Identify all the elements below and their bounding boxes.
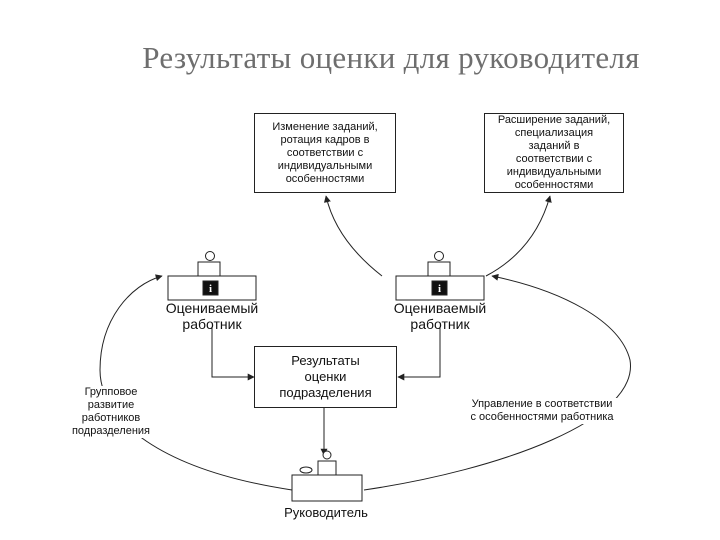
desk-left [167,275,257,301]
task-change-box: Изменение заданий, ротация кадров в соот… [254,113,396,193]
task-change-text: Изменение заданий, ротация кадров в соот… [272,120,378,185]
arrow-employee-left-to-task-change [323,195,383,277]
right-curve-label: Управление в соответствии с особенностям… [452,398,632,424]
employee-right-label: Оцениваемый работник [393,300,487,332]
employee-left-figure: i [167,251,257,301]
person-head-icon [322,450,332,460]
employee-right-figure: i [395,251,485,301]
person-icon [197,261,221,277]
task-expand-box: Расширение заданий, специализация задани… [484,113,624,193]
phone-icon [299,466,313,474]
person-head-icon [434,251,444,261]
page-title: Результаты оценки для руководителя [142,40,640,75]
desk-manager [291,474,363,502]
task-expand-text: Расширение заданий, специализация задани… [497,114,611,191]
info-icon [202,280,219,296]
arrow-employee-left-to-results [211,328,255,381]
left-curve-label: Групповое развитие работников подразделе… [56,386,166,438]
dept-results-box: Результаты оценки подразделения [254,346,397,408]
arrow-employee-right-to-task-expand [485,195,552,277]
svg-text:i: i [438,283,441,295]
svg-text:i: i [209,283,212,295]
info-icon [431,280,448,296]
employee-left-label: Оцениваемый работник [165,300,259,332]
person-head-icon [205,251,215,261]
arrow-manager-to-employee-right [363,273,631,491]
person-icon [427,261,451,277]
arrow-manager-to-employee-left [99,274,293,491]
arrow-employee-right-to-results [397,328,441,381]
dept-results-text: Результаты оценки подразделения [279,353,372,400]
manager-figure [291,450,363,502]
person-icon [317,460,337,476]
manager-label: Руководитель [284,505,368,520]
